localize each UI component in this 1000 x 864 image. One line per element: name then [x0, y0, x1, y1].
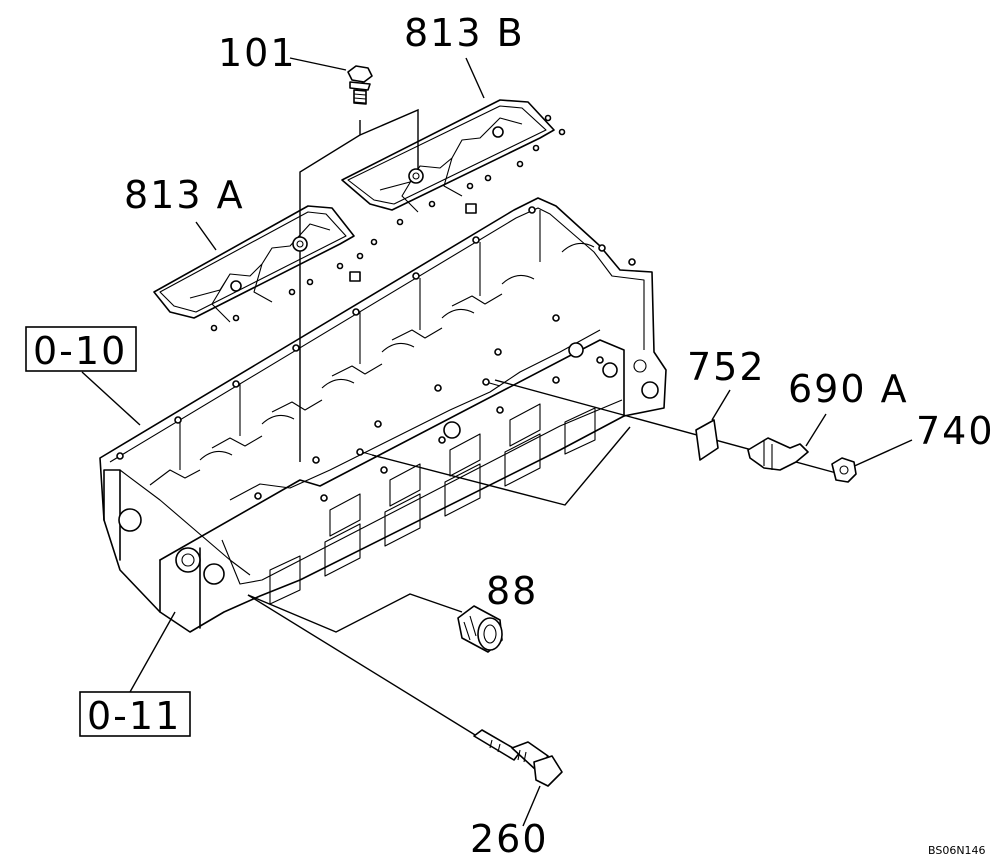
- label-0-11[interactable]: 0-11: [87, 694, 181, 738]
- glow-plug-260: [473, 729, 563, 787]
- sensor-690a: [747, 437, 809, 471]
- ref-box-0-10[interactable]: [25, 326, 137, 372]
- cylinder-head: [99, 197, 667, 633]
- label-813a[interactable]: 813 A: [124, 173, 245, 217]
- figure-code: BS06N146: [928, 844, 986, 857]
- label-101[interactable]: 101: [218, 31, 297, 75]
- label-690a[interactable]: 690 A: [788, 367, 909, 411]
- label-752[interactable]: 752: [687, 345, 766, 389]
- label-813b[interactable]: 813 B: [404, 11, 525, 55]
- gasket-752: [695, 419, 719, 461]
- label-740[interactable]: 740: [916, 409, 995, 453]
- plug-88: [457, 605, 503, 653]
- harness-813a: [153, 205, 378, 332]
- nut-740: [831, 457, 857, 483]
- harness-813b: [341, 99, 566, 226]
- label-0-10[interactable]: 0-10: [33, 329, 127, 373]
- label-260[interactable]: 260: [470, 817, 549, 861]
- ref-box-0-11[interactable]: [79, 691, 191, 737]
- label-88[interactable]: 88: [486, 569, 538, 613]
- bolt-101: [347, 65, 373, 105]
